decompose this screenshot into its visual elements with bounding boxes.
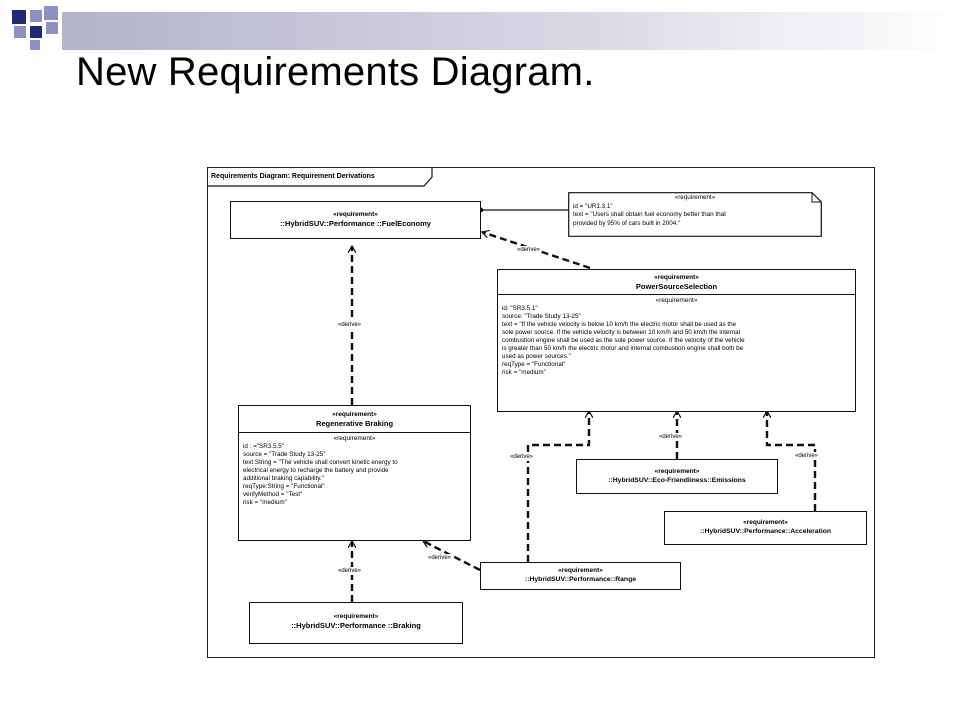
- attribute-line: risk = "medium": [502, 369, 546, 376]
- derive-label: «derive»: [338, 567, 362, 575]
- requirement-acceleration[interactable]: «requirement» ::HybridSUV::Performance::…: [664, 511, 867, 545]
- frame-label: Requirements Diagram: Requirement Deriva…: [211, 173, 375, 180]
- requirement-range[interactable]: «requirement» ::HybridSUV::Performance::…: [480, 562, 681, 590]
- title-band: [62, 12, 960, 50]
- attribute-line: electrical energy to recharge the batter…: [243, 467, 389, 474]
- attribute-line: reqType:String = "Functional": [243, 483, 325, 490]
- attribute-line: risk = "medium": [243, 499, 287, 506]
- compartment-header: «requirement» Regenerative Braking: [239, 406, 470, 432]
- attribute-line: sole power source. If the vehicle veloci…: [502, 329, 741, 336]
- attribute-line: id: "SR3.5.1": [502, 305, 538, 312]
- stereotype-label: «requirement»: [333, 435, 376, 442]
- decorative-square: [46, 22, 58, 34]
- attribute-line: verifyMethod = "Test": [243, 491, 303, 498]
- derive-acceleration-power: [767, 411, 817, 511]
- requirement-braking[interactable]: «requirement» ::HybridSUV::Performance :…: [249, 602, 463, 644]
- attribute-line: source: "Trade Study 13-25": [502, 313, 581, 320]
- requirement-name: ::HybridSUV::Performance::Acceleration: [699, 528, 832, 535]
- attribute-line: is greater than 50 km/h the electric mot…: [502, 345, 744, 352]
- requirement-fuel-economy[interactable]: «requirement» ::HybridSUV::Performance :…: [230, 201, 481, 239]
- decorative-square: [30, 10, 42, 22]
- stereotype-label: «requirement»: [332, 411, 377, 418]
- attribute-line: additional braking capability.": [243, 475, 324, 482]
- attribute-line: source = "Trade Study 13-25": [243, 451, 326, 458]
- note-outline: [568, 192, 822, 237]
- decorative-square: [12, 10, 26, 24]
- attributes-compartment: «requirement» id: "SR3.5.1" source: "Tra…: [498, 294, 855, 379]
- derive-label: «derive»: [795, 452, 819, 460]
- requirement-name: PowerSourceSelection: [635, 282, 718, 291]
- stereotype-label: «requirement»: [333, 613, 379, 620]
- attribute-line: id : ="SR3.5.5": [243, 443, 285, 450]
- frame-tab-outline: [207, 167, 433, 187]
- decorative-square: [30, 26, 42, 38]
- requirement-regenerative-braking[interactable]: «requirement» Regenerative Braking «requ…: [238, 405, 471, 541]
- stereotype-label: «requirement»: [743, 519, 788, 526]
- decorative-square: [14, 26, 26, 38]
- stereotype-label: «requirement»: [654, 274, 699, 281]
- decorative-square: [30, 40, 40, 50]
- compartment-header: «requirement» PowerSourceSelection: [498, 270, 855, 294]
- note-line: text = "Users shall obtain fuel economy …: [573, 211, 726, 218]
- attribute-line: combustion engine shall be used as the s…: [502, 337, 745, 344]
- stereotype-label: «requirement»: [558, 567, 603, 574]
- attributes-compartment: «requirement» id : ="SR3.5.5" source = "…: [239, 432, 470, 509]
- note-line: id = "UR1.3.1": [573, 202, 613, 210]
- attribute-line: text = "If the vehicle velocity is below…: [502, 321, 737, 328]
- stereotype-label: «requirement»: [655, 297, 698, 304]
- requirement-name: ::HybridSUV::Performance::Range: [524, 576, 637, 583]
- derive-label: «derive»: [659, 433, 683, 441]
- requirement-emissions[interactable]: «requirement» ::HybridSUV::Eco-Friendlin…: [576, 459, 778, 494]
- requirement-power-source-selection[interactable]: «requirement» PowerSourceSelection «requ…: [497, 269, 856, 412]
- note-stereotype: «requirement»: [674, 194, 716, 201]
- stereotype-label: «requirement»: [654, 468, 700, 475]
- derive-label: «derive»: [510, 453, 534, 461]
- attribute-line: text:String = "The vehicle shall convert…: [243, 459, 398, 466]
- derive-label: «derive»: [338, 321, 362, 329]
- derive-label: «derive»: [517, 246, 541, 254]
- attribute-line: reqType = "Functional": [502, 361, 566, 368]
- attribute-line: used as power sources.": [502, 353, 571, 360]
- derive-label: «derive»: [428, 554, 452, 562]
- decorative-square: [44, 6, 58, 20]
- requirement-name: ::HybridSUV::Performance ::FuelEconomy: [280, 219, 431, 228]
- requirement-name: ::HybridSUV::Performance ::Braking: [291, 621, 421, 630]
- requirement-note: «requirement» id = "UR1.3.1" text = "Use…: [568, 192, 822, 237]
- diagram-frame: [207, 167, 875, 658]
- requirement-name: Regenerative Braking: [315, 419, 394, 428]
- slide-title: New Requirements Diagram.: [76, 50, 595, 94]
- requirement-name: ::HybridSUV::Eco-Friendliness::Emissions: [608, 477, 746, 484]
- note-line: provided by 95% of cars built in 2004.": [573, 219, 681, 227]
- derive-range-power: [526, 411, 589, 562]
- stereotype-label: «requirement»: [333, 211, 378, 218]
